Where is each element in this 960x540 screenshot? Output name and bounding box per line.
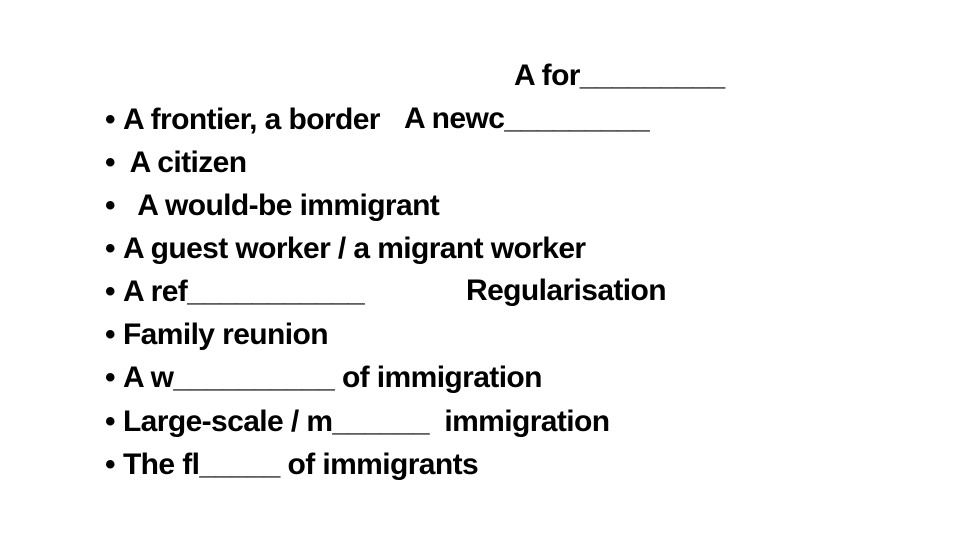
term-wave-blank: A w__________ of immigration (122, 361, 543, 394)
term-family-reunion: Family reunion (122, 318, 329, 351)
bullet-icon: • (104, 146, 116, 179)
bullet-icon: • (104, 189, 116, 222)
term-refugee-blank: A ref___________ (122, 275, 365, 308)
term-regularisation: Regularisation (466, 274, 667, 307)
term-mass-immigration-blank: Large-scale / m______ immigration (122, 405, 610, 438)
list-item: •A frontier, a border A for_________ (74, 54, 725, 136)
list-item: •A ref___________ (74, 226, 365, 308)
bullet-icon: • (104, 448, 116, 481)
list-item: •The fl_____ of immigrants (74, 399, 479, 481)
list-item: •Large-scale / m______ immigration (74, 356, 610, 438)
list-item: • A would-be immigrant (74, 140, 440, 222)
list-item: •A w__________ of immigration (74, 312, 543, 394)
list-item: • A citizen A newc_________ (74, 97, 650, 179)
bullet-icon: • (104, 232, 116, 265)
list-item: •A guest worker / a migrant worker (74, 183, 586, 265)
term-flow-blank: The fl_____ of immigrants (122, 448, 479, 481)
bullet-icon: • (104, 318, 116, 351)
term-frontier: A frontier, a border (122, 103, 381, 136)
bullet-icon: • (104, 275, 116, 308)
bullet-icon: • (104, 361, 116, 394)
bullet-icon: • (104, 405, 116, 438)
list-item: •Family reunion Regularisation (74, 269, 667, 351)
term-citizen: A citizen (122, 146, 247, 179)
term-guest-worker: A guest worker / a migrant worker (122, 232, 586, 265)
term-would-be-immigrant: A would-be immigrant (122, 189, 440, 222)
term-foreigner-blank: A for_________ (514, 59, 725, 92)
term-newcomer-blank: A newc_________ (404, 102, 650, 135)
bullet-icon: • (104, 103, 116, 136)
